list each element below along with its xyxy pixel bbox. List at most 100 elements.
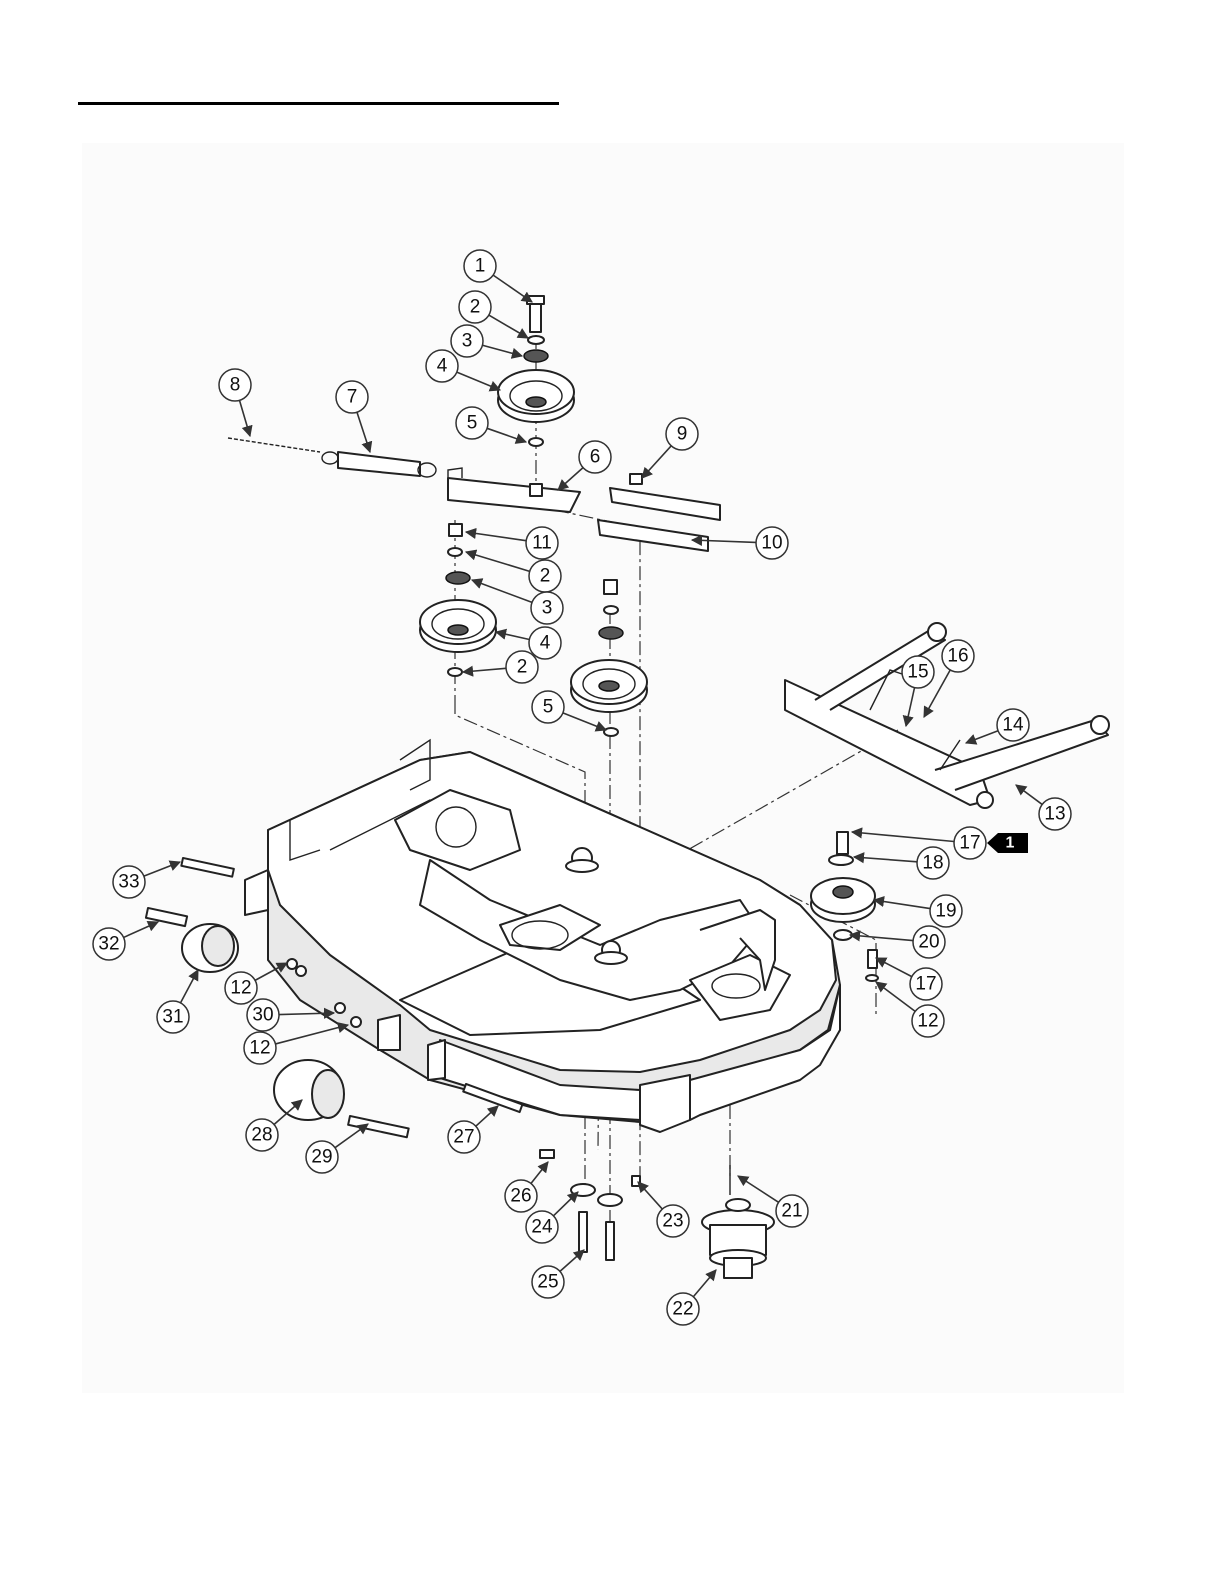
callout-number: 3 bbox=[462, 331, 473, 352]
callout-number: 3 bbox=[542, 598, 553, 619]
callout-number: 31 bbox=[162, 1007, 183, 1028]
callout-leader bbox=[489, 315, 528, 338]
callout-number: 17 bbox=[959, 833, 980, 854]
callout-17: 17 bbox=[876, 958, 942, 1000]
callout-leader bbox=[693, 1270, 716, 1297]
callout-9: 9 bbox=[642, 418, 698, 478]
callout-leader bbox=[560, 1250, 584, 1271]
callout-27: 27 bbox=[448, 1106, 498, 1153]
spring-and-chain bbox=[228, 438, 436, 477]
callout-leader bbox=[738, 1176, 779, 1202]
callout-leader bbox=[181, 970, 198, 1003]
callout-number: 5 bbox=[543, 697, 554, 718]
callout-leader bbox=[642, 446, 671, 478]
callout-number: 1 bbox=[475, 256, 486, 277]
callout-layer: 1234567891011234251516141317181920171233… bbox=[93, 250, 1071, 1325]
callout-leader bbox=[638, 1182, 662, 1209]
callout-leader bbox=[906, 688, 915, 726]
callout-number: 33 bbox=[118, 872, 139, 893]
callout-number: 6 bbox=[590, 447, 601, 468]
callout-number: 20 bbox=[918, 932, 939, 953]
callout-19: 19 bbox=[874, 895, 962, 927]
callout-number: 27 bbox=[453, 1127, 474, 1148]
callout-13: 13 bbox=[1016, 785, 1071, 830]
callout-leader bbox=[496, 632, 529, 639]
callout-leader bbox=[124, 922, 158, 937]
callout-number: 12 bbox=[917, 1011, 938, 1032]
callout-leader bbox=[531, 1162, 548, 1183]
callout-number: 17 bbox=[915, 974, 936, 995]
callout-number: 30 bbox=[252, 1005, 273, 1026]
callout-leader bbox=[472, 580, 532, 602]
callout-number: 14 bbox=[1002, 715, 1024, 736]
callout-leader bbox=[476, 1106, 498, 1126]
callout-7: 7 bbox=[336, 381, 370, 452]
callout-8: 8 bbox=[219, 369, 251, 436]
callout-leader bbox=[850, 935, 913, 941]
callout-number: 22 bbox=[672, 1299, 693, 1320]
callout-23: 23 bbox=[638, 1182, 689, 1237]
callout-leader bbox=[966, 731, 998, 743]
reference-tag-label: 1 bbox=[1006, 835, 1015, 852]
callout-number: 19 bbox=[935, 901, 956, 922]
callout-number: 7 bbox=[347, 387, 358, 408]
callout-20: 20 bbox=[850, 926, 945, 958]
callout-number: 12 bbox=[230, 978, 251, 999]
reference-tag: 1 bbox=[987, 833, 1028, 853]
callout-number: 13 bbox=[1044, 804, 1065, 825]
callout-number: 5 bbox=[467, 413, 478, 434]
callout-14: 14 bbox=[966, 709, 1029, 743]
callout-number: 8 bbox=[230, 375, 241, 396]
callout-leader bbox=[463, 668, 506, 672]
callout-leader bbox=[466, 532, 526, 541]
callout-leader bbox=[493, 275, 532, 302]
callout-32: 32 bbox=[93, 922, 158, 960]
callout-22: 22 bbox=[667, 1270, 716, 1325]
callout-number: 25 bbox=[537, 1272, 558, 1293]
callout-6: 6 bbox=[558, 441, 611, 490]
callout-leader bbox=[466, 552, 530, 571]
callout-26: 26 bbox=[505, 1162, 548, 1212]
callout-number: 24 bbox=[531, 1217, 553, 1238]
callout-2: 2 bbox=[463, 651, 538, 683]
callout-number: 10 bbox=[761, 533, 782, 554]
callout-leader bbox=[876, 958, 912, 977]
callout-29: 29 bbox=[306, 1124, 368, 1173]
callout-25: 25 bbox=[532, 1250, 584, 1298]
callout-leader bbox=[144, 862, 180, 876]
callout-leader bbox=[482, 345, 522, 356]
callout-11: 11 bbox=[466, 527, 558, 559]
callout-leader bbox=[457, 372, 500, 390]
callout-number: 2 bbox=[470, 297, 481, 318]
callout-leader bbox=[854, 857, 917, 862]
callout-28: 28 bbox=[246, 1100, 302, 1151]
callout-number: 18 bbox=[922, 853, 943, 874]
callout-number: 29 bbox=[311, 1147, 332, 1168]
callout-leader bbox=[876, 982, 915, 1011]
callout-15: 15 bbox=[902, 656, 934, 726]
callout-18: 18 bbox=[854, 847, 949, 879]
callout-number: 2 bbox=[517, 657, 528, 678]
callout-leader bbox=[487, 428, 526, 442]
callout-31: 31 bbox=[157, 970, 198, 1033]
callout-leader bbox=[553, 1192, 578, 1216]
callout-leader bbox=[240, 400, 250, 436]
callout-3: 3 bbox=[451, 325, 522, 357]
callout-number: 11 bbox=[532, 533, 552, 554]
callout-number: 4 bbox=[540, 633, 551, 654]
callout-number: 2 bbox=[540, 566, 551, 587]
callout-number: 4 bbox=[437, 356, 448, 377]
callout-leader bbox=[1016, 785, 1042, 804]
callout-number: 28 bbox=[251, 1125, 272, 1146]
callout-33: 33 bbox=[113, 862, 180, 898]
callout-leader bbox=[563, 713, 606, 730]
callout-leader bbox=[852, 832, 954, 842]
callout-number: 12 bbox=[249, 1038, 270, 1059]
callout-number: 26 bbox=[510, 1186, 531, 1207]
callout-number: 23 bbox=[662, 1211, 683, 1232]
callout-number: 15 bbox=[907, 662, 928, 683]
callout-number: 32 bbox=[98, 934, 119, 955]
callout-leader bbox=[275, 1025, 348, 1044]
callout-leader bbox=[558, 468, 583, 490]
